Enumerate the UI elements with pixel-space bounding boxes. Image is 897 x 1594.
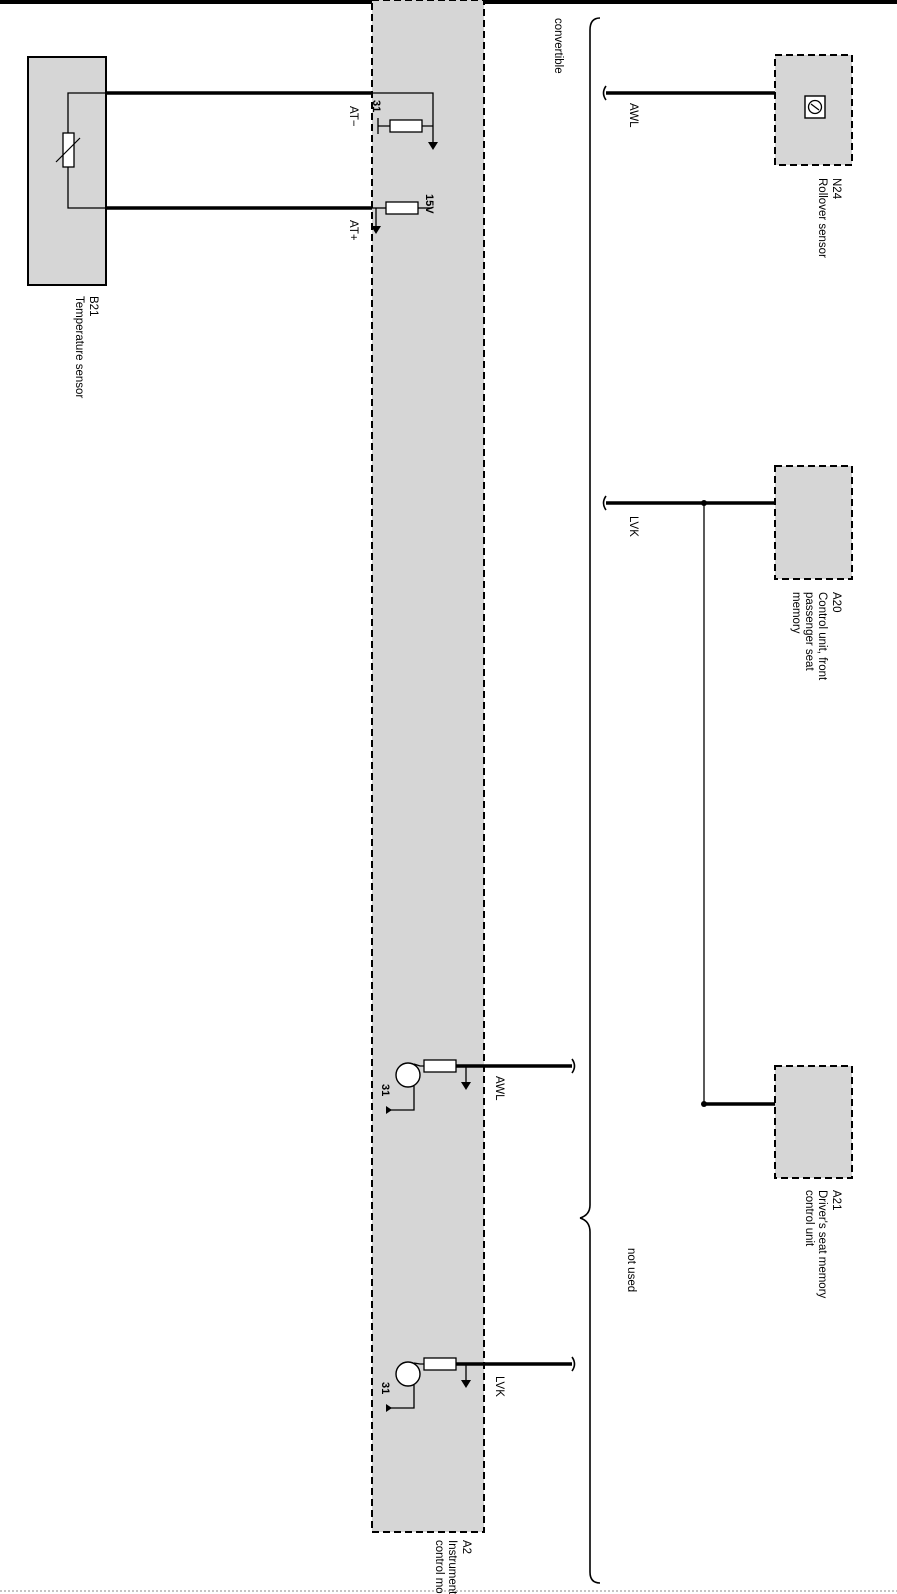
wire-break-icon <box>571 1058 576 1074</box>
b21-thermistor-arrow <box>55 137 81 163</box>
transistor-icon <box>395 1062 421 1088</box>
signal-arrow-icon <box>371 226 381 234</box>
pin-ground-top: 31 <box>370 100 382 112</box>
ground-arrow-icon <box>428 142 438 150</box>
ground-arrow-icon <box>386 1404 392 1412</box>
n24-gauge-needle <box>810 103 820 111</box>
b21-temperature-sensor: B21 Temperature sensor <box>27 56 107 398</box>
a2-name-line2: control module <box>433 1540 445 1594</box>
a20-control-unit: A20 Control unit, front passenger seat m… <box>774 465 853 681</box>
label-at-plus: AT+ <box>347 220 359 241</box>
a20-name-line3: memory <box>790 592 802 634</box>
a2-module-box <box>371 0 485 1533</box>
a21-ref: A21 <box>830 1190 842 1210</box>
brace: convertible not used <box>552 17 637 1584</box>
resistor-icon <box>423 1357 457 1371</box>
a20-ref: A20 <box>830 592 842 612</box>
b21-name: Temperature sensor <box>73 296 85 398</box>
ground-arrow-icon <box>386 1106 392 1114</box>
transistor-ground-lead <box>390 1086 415 1111</box>
resistor-icon <box>423 1059 457 1073</box>
n24-rollover-sensor: N24 Rollover sensor <box>774 54 853 258</box>
a2-at-plus-circuit: 15V <box>371 194 435 234</box>
n24-ref: N24 <box>830 178 842 200</box>
a21-box <box>774 1065 853 1179</box>
transistor-lead <box>413 1362 424 1365</box>
a2-at-minus-circuit: 31 <box>370 92 438 150</box>
b21-box <box>27 56 107 286</box>
b21-ref: B21 <box>87 296 99 316</box>
wire-break-icon <box>571 1356 576 1372</box>
transistor-ground-lead <box>390 1385 415 1409</box>
n24-gauge-icon <box>807 99 823 115</box>
splice-dot <box>701 500 707 506</box>
label-awl-a2: AWL <box>493 1076 505 1101</box>
a2-lvk-output: 31 LVK <box>379 1356 576 1412</box>
transistor-icon <box>395 1361 421 1387</box>
label-lvk-a2: LVK <box>493 1376 505 1397</box>
pin-ground-lvk: 31 <box>379 1382 391 1394</box>
note-not-used: not used <box>625 1248 637 1292</box>
pin-supply: 15V <box>423 194 435 214</box>
brace-lower <box>579 1217 601 1584</box>
a20-name-line2: passenger seat <box>803 592 815 671</box>
note-convertible: convertible <box>552 18 564 74</box>
a21-control-unit: A21 Driver's seat memory control unit <box>774 1065 853 1299</box>
a20-box <box>774 465 853 580</box>
label-awl-bus: AWL <box>627 103 639 128</box>
a2-ref: A2 <box>460 1540 472 1554</box>
resistor-icon <box>389 119 423 133</box>
transistor-lead <box>413 1063 424 1067</box>
signal-arrow-icon <box>461 1082 471 1090</box>
n24-name: Rollover sensor <box>816 178 828 258</box>
a2-awl-output: 31 AWL <box>379 1058 576 1114</box>
a21-name-line2: control unit <box>803 1190 815 1247</box>
a20-name-line1: Control unit, front <box>816 592 828 681</box>
label-at-minus: AT− <box>347 106 359 127</box>
signal-arrow-icon <box>461 1380 471 1388</box>
a2-name-line1: Instrument cluster <box>446 1540 458 1594</box>
brace-upper <box>579 17 601 1219</box>
wire-break-icon <box>602 495 607 511</box>
resistor-icon <box>385 201 419 215</box>
pin-ground-awl: 31 <box>379 1084 391 1096</box>
label-lvk-bus: LVK <box>627 516 639 537</box>
a21-name-line1: Driver's seat memory <box>816 1190 828 1299</box>
wire-break-icon <box>602 85 607 101</box>
